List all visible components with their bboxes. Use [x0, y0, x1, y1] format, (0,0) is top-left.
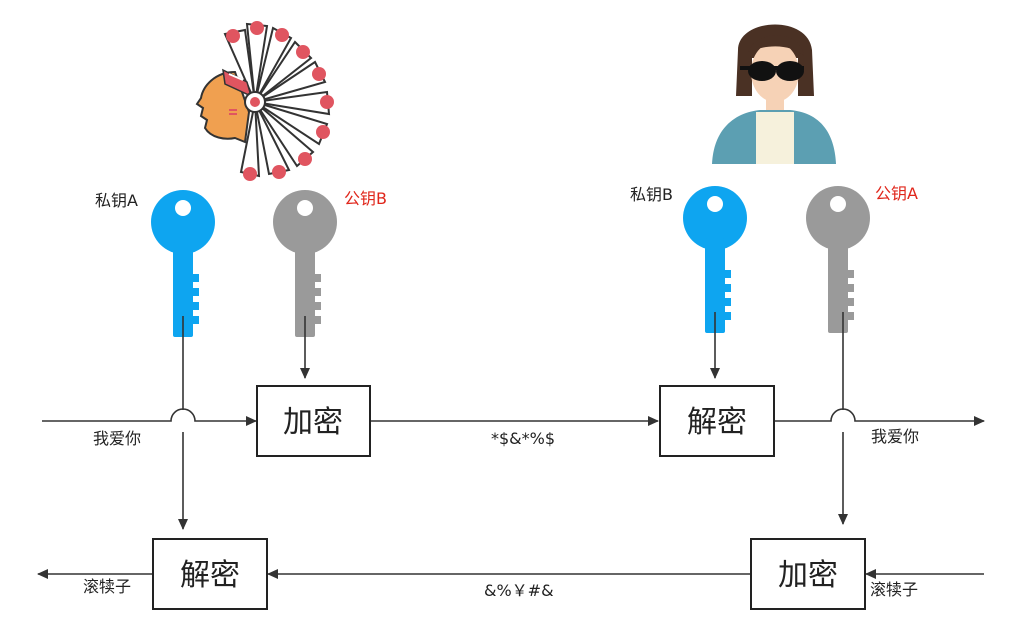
top-output-arrow: [774, 408, 985, 426]
public-key-b-label: 公钥B: [344, 189, 387, 208]
public-key-a-label: 公钥A: [875, 184, 918, 203]
private-key-b-icon: [683, 186, 747, 333]
top-decrypt-label: 解密: [687, 405, 747, 440]
private-key-b-label: 私钥B: [630, 185, 673, 204]
top-output-text: 我爱你: [871, 427, 919, 446]
bottom-cipher-text: &%￥#&: [484, 581, 554, 600]
top-encrypt-box: [256, 385, 371, 457]
top-cipher-text: *$&*%$: [491, 429, 555, 448]
public-key-a-icon: [806, 186, 870, 333]
top-input-arrow: [42, 408, 257, 426]
bottom-output-text: 滚犊子: [83, 577, 131, 596]
top-input-text: 我爱你: [93, 429, 141, 448]
top-decrypt-box: [659, 385, 775, 457]
party-b-avatar: [712, 24, 836, 164]
sunglasses-icon: [740, 61, 804, 81]
bottom-encrypt-box: [750, 538, 866, 610]
bottom-decrypt-box: [152, 538, 268, 610]
top-encrypt-label: 加密: [283, 405, 343, 440]
bottom-input-text: 滚犊子: [870, 580, 918, 599]
public-key-b-icon: [273, 190, 337, 337]
party-a-avatar: [195, 21, 334, 181]
bottom-encrypt-label: 加密: [778, 558, 838, 593]
private-key-a-label: 私钥A: [95, 191, 138, 210]
feather-headdress-icon: [223, 21, 334, 181]
bottom-decrypt-label: 解密: [180, 558, 240, 593]
private-key-a-icon: [151, 190, 215, 337]
